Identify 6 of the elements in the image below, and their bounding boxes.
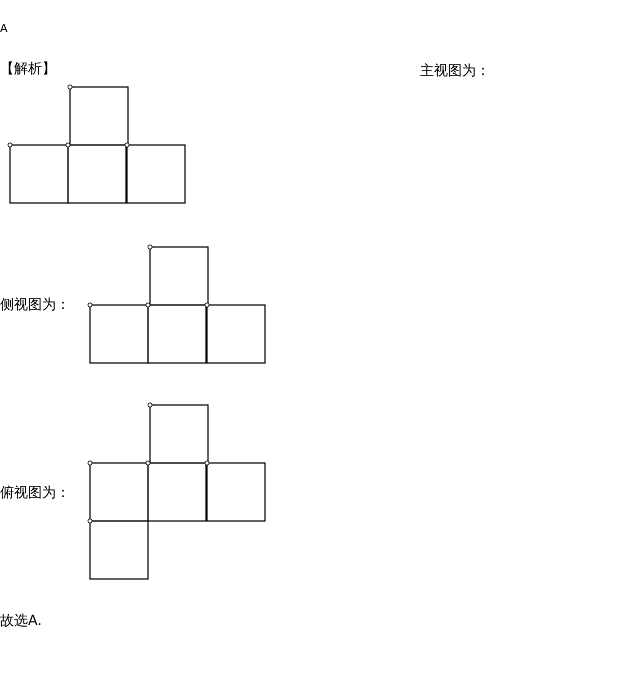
note-text: 侧视图为： <box>0 296 70 314</box>
note-text: 主视图为： <box>420 62 490 80</box>
note-text: 俯视图为： <box>0 484 70 502</box>
note-text: 故选A. <box>0 612 42 630</box>
answer-text: A <box>0 21 8 37</box>
section-heading: 【解析】 <box>0 60 56 78</box>
